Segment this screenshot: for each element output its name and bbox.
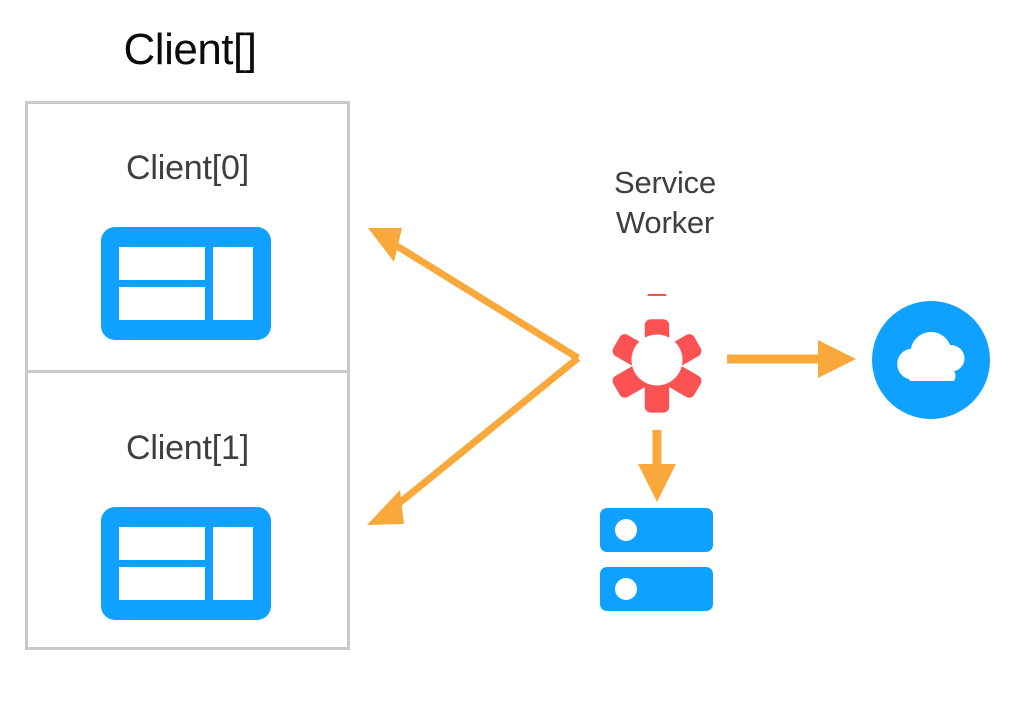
service-worker-title-line-2: Worker [615, 204, 715, 240]
server-icon [600, 508, 713, 611]
page-title: Client[] [123, 25, 257, 74]
window-pane-top-left [119, 247, 205, 280]
window-pane-top-left [119, 527, 205, 560]
server-indicator-light [615, 578, 637, 600]
cloud-icon [872, 301, 990, 419]
window-pane-bottom-left [119, 287, 205, 320]
arrow-sw-to-storage [638, 430, 676, 502]
client-0-label: Client[0] [126, 149, 249, 187]
service-worker-title-line-1: Service [614, 165, 716, 200]
window-pane-right [213, 247, 253, 320]
server-bar-bottom [600, 567, 713, 611]
browser-window-icon [101, 507, 271, 620]
gear-icon [594, 294, 720, 426]
clients-divider [25, 370, 350, 373]
arrow-sw-to-cloud [727, 340, 856, 378]
arrow-sw-to-client1 [367, 355, 581, 525]
window-pane-bottom-left [119, 567, 205, 600]
server-bar-top [600, 508, 713, 552]
browser-window-icon [101, 227, 271, 340]
arrow-sw-to-client0 [368, 228, 580, 361]
client-1-label: Client[1] [126, 429, 249, 467]
service-worker-title: Service Worker [575, 163, 755, 242]
window-pane-right [213, 527, 253, 600]
server-indicator-light [615, 519, 637, 541]
